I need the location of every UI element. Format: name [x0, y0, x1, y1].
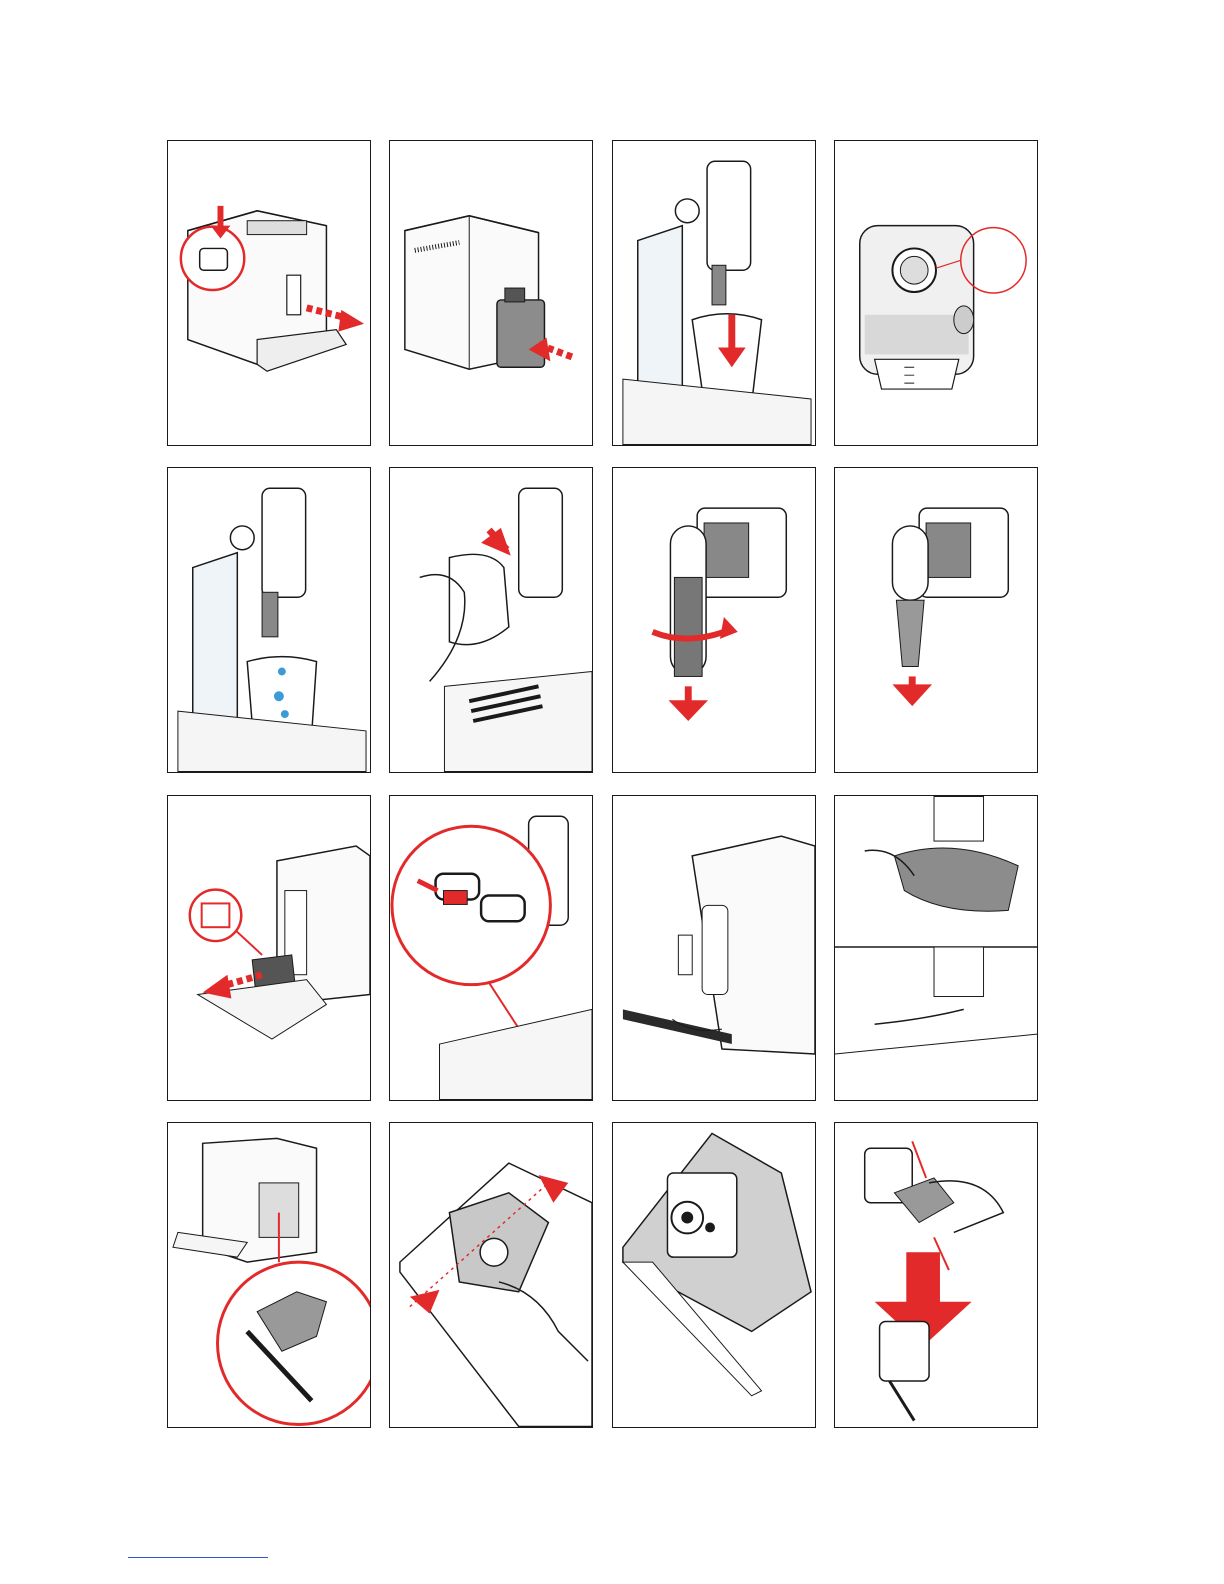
step-panel-11 [612, 795, 816, 1101]
step-panel-15 [612, 1122, 816, 1428]
clean-spout-icon [835, 796, 1037, 1100]
step-panel-5 [167, 467, 371, 773]
step-panel-6 [389, 467, 593, 773]
footer-link-underline [128, 1557, 268, 1558]
brewing-unit-door-icon [168, 1123, 370, 1427]
step-panel-2 [389, 140, 593, 446]
step-panel-9 [167, 795, 371, 1101]
remove-nozzle-tip-icon [835, 468, 1037, 772]
step-panel-7 [612, 467, 816, 773]
milk-container-insert-icon [390, 141, 592, 445]
grounds-container-icon [168, 796, 370, 1100]
milk-jug-dial-icon [835, 141, 1037, 445]
brewing-unit-squeeze-icon [835, 1123, 1037, 1427]
step-panel-13 [167, 1122, 371, 1428]
step-panel-8 [834, 467, 1038, 773]
brewing-unit-seat-icon [613, 1123, 815, 1427]
step-panel-16 [834, 1122, 1038, 1428]
step-panel-1 [167, 140, 371, 446]
drip-tray-float-icon [390, 796, 592, 1100]
hot-water-cup-icon [168, 468, 370, 772]
step-panel-14 [389, 1122, 593, 1428]
milk-frother-remove-icon [168, 141, 370, 445]
unscrew-nozzle-icon [613, 468, 815, 772]
dispense-cup-icon [613, 141, 815, 445]
brewing-unit-release-icon [390, 1123, 592, 1427]
step-panel-10 [389, 795, 593, 1101]
step-panel-12 [834, 795, 1038, 1101]
vacuum-interior-icon [613, 796, 815, 1100]
step-panel-3 [612, 140, 816, 446]
step-panel-4 [834, 140, 1038, 446]
wipe-nozzle-icon [390, 468, 592, 772]
